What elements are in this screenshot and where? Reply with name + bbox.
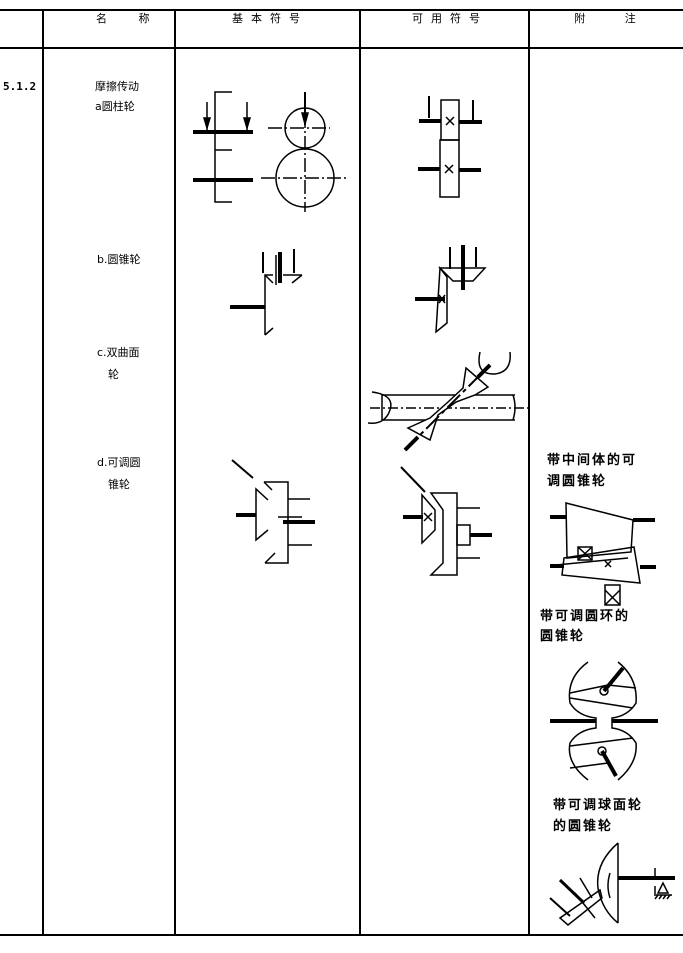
note-3-line1: 带可调球面轮 bbox=[553, 798, 644, 813]
note-2-line2: 圆锥轮 bbox=[540, 629, 586, 644]
bevel-friction-wheel-basic-symbol bbox=[230, 249, 303, 336]
header-alt-symbol: 可用符号 bbox=[412, 12, 488, 25]
header-bottom-border bbox=[0, 47, 683, 49]
intermediate-body-bevel-wheel-diagram bbox=[550, 502, 656, 606]
adjustable-bevel-wheel-alt-symbol bbox=[400, 466, 492, 576]
table-bottom-border bbox=[0, 934, 683, 936]
note-2-line1: 带可调圆环的 bbox=[540, 609, 631, 624]
table-top-border bbox=[0, 9, 683, 11]
adjustable-ring-bevel-wheel-diagram bbox=[550, 661, 658, 781]
adjustable-spherical-bevel-wheel-diagram bbox=[549, 842, 675, 926]
note-1-line1: 带中间体的可 bbox=[547, 453, 638, 468]
bevel-friction-wheel-alt-symbol bbox=[415, 245, 487, 334]
column-divider-4 bbox=[528, 10, 530, 936]
hyperboloid-friction-wheel-alt-symbol bbox=[367, 351, 528, 452]
row-c-label: c.双曲面 bbox=[97, 346, 140, 359]
header-basic-symbol: 基本符号 bbox=[232, 12, 308, 25]
row-d-label: d.可调圆 bbox=[97, 456, 141, 469]
section-number: 5.1.2 bbox=[3, 80, 37, 93]
row-b-label: b.圆锥轮 bbox=[97, 253, 141, 266]
column-divider-2 bbox=[174, 10, 176, 936]
column-divider-1 bbox=[42, 10, 44, 936]
row-d-label-line2: 锥轮 bbox=[108, 478, 130, 491]
section-title: 摩擦传动 bbox=[95, 80, 139, 93]
column-divider-3 bbox=[359, 10, 361, 936]
row-a-label: a圆柱轮 bbox=[95, 100, 135, 113]
header-name: 名 称 bbox=[96, 12, 164, 25]
header-notes: 附 注 bbox=[574, 12, 654, 25]
note-3-line2: 的圆锥轮 bbox=[553, 819, 614, 834]
adjustable-bevel-wheel-basic-symbol bbox=[231, 459, 315, 564]
row-c-label-line2: 轮 bbox=[108, 368, 119, 381]
cylindrical-friction-wheel-basic-symbol bbox=[193, 91, 347, 212]
note-1-line2: 调圆锥轮 bbox=[547, 474, 608, 489]
cylindrical-friction-wheel-alt-symbol bbox=[418, 96, 482, 198]
